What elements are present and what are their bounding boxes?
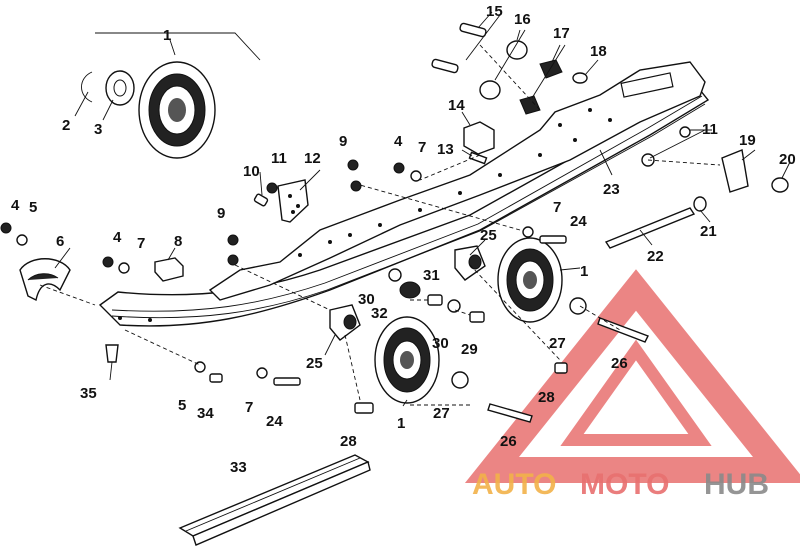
callout-25-lower: 25	[306, 355, 323, 372]
callout-26-right: 26	[611, 355, 628, 372]
callout-12: 12	[304, 150, 321, 167]
callout-5-left: 5	[29, 199, 37, 216]
callout-9-upper: 9	[339, 133, 347, 150]
callout-1-top: 1	[163, 27, 171, 44]
callout-24-right: 24	[570, 213, 587, 230]
callout-23: 23	[603, 181, 620, 198]
callout-3: 3	[94, 121, 102, 138]
callout-17: 17	[553, 25, 570, 42]
callout-9-left: 9	[217, 205, 225, 222]
leader-lines	[39, 11, 791, 407]
callout-4-mid: 4	[113, 229, 122, 246]
callout-6: 6	[56, 233, 64, 250]
callout-18: 18	[590, 43, 607, 60]
idler-wheel-top-left	[138, 61, 216, 159]
callout-14: 14	[448, 97, 465, 114]
callout-21: 21	[700, 223, 717, 240]
callout-5-lower: 5	[178, 397, 186, 414]
watermark-logo	[464, 269, 800, 483]
rear-bracket	[721, 149, 789, 193]
callout-10: 10	[243, 163, 260, 180]
callout-28-right: 28	[538, 389, 555, 406]
callout-7-lower: 7	[245, 399, 253, 416]
callout-7-left: 7	[137, 235, 145, 252]
mounting-plate	[277, 179, 309, 223]
callout-29: 29	[461, 341, 478, 358]
callout-24-lower: 24	[266, 413, 283, 430]
callout-20: 20	[779, 151, 796, 168]
callout-34: 34	[197, 405, 214, 422]
shock-bracket-lower	[329, 304, 361, 341]
callout-30-left: 30	[358, 291, 375, 308]
callout-35: 35	[80, 385, 97, 402]
callout-7-upper: 7	[418, 139, 426, 156]
hardware-group-top	[431, 22, 588, 115]
callout-16: 16	[514, 11, 531, 28]
lower-hardware	[354, 268, 649, 423]
callout-4-left: 4	[11, 197, 20, 214]
callout-7-right: 7	[553, 199, 561, 216]
callout-8: 8	[174, 233, 182, 250]
callout-22: 22	[647, 248, 664, 265]
callout-1-right: 1	[580, 263, 588, 280]
idler-wheel-right	[497, 237, 563, 323]
snap-ring	[81, 71, 93, 103]
watermark-part-hub: HUB	[704, 468, 769, 501]
callout-33: 33	[230, 459, 247, 476]
callout-1-lower: 1	[397, 415, 405, 432]
axle-shaft	[604, 196, 707, 249]
wear-block	[154, 257, 184, 282]
callout-4-upper: 4	[394, 133, 403, 150]
callout-11-left: 11	[271, 150, 287, 167]
watermark-part-moto: MOTO	[580, 468, 669, 501]
callout-2: 2	[62, 117, 70, 134]
rear-bumper-cap	[19, 258, 71, 302]
watermark-text: AUTO MOTO HUB	[472, 468, 769, 501]
hyfax-slide	[178, 454, 371, 546]
callout-19: 19	[739, 132, 756, 149]
callout-26-lower: 26	[500, 433, 517, 450]
callout-28-lower: 28	[340, 433, 357, 450]
watermark-part-auto: AUTO	[472, 468, 556, 501]
callout-27-lower: 27	[433, 405, 450, 422]
callout-25-upper: 25	[480, 227, 497, 244]
callout-27-right: 27	[549, 335, 566, 352]
shock-bracket-upper	[454, 245, 486, 281]
bearing	[105, 70, 135, 106]
callout-11-right: 11	[702, 121, 718, 138]
callout-30-right: 30	[432, 335, 449, 352]
wear-block-upper	[463, 121, 495, 155]
idler-wheel-lower	[374, 316, 440, 404]
slide-rail-assembly	[98, 61, 710, 327]
callout-13: 13	[437, 141, 454, 158]
callout-numbers: 1 1 1 2 3 4 4 4 5 5 6 7 7 7 7 8 9 9 10 1…	[11, 3, 796, 476]
callout-31: 31	[423, 267, 440, 284]
callout-32: 32	[371, 305, 388, 322]
callout-15: 15	[486, 3, 503, 20]
